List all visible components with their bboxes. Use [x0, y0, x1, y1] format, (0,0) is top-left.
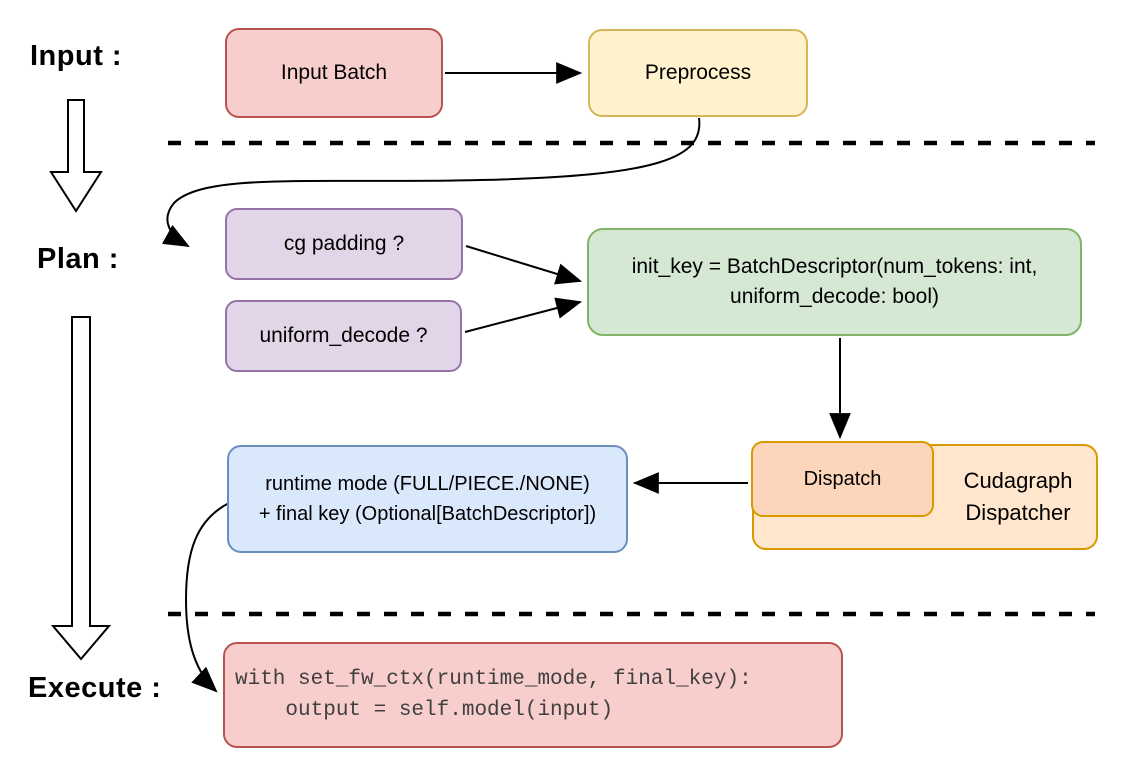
node-runtime-mode-line2: + final key (Optional[BatchDescriptor]): [258, 503, 597, 525]
node-uniform-decode: uniform_decode ?: [225, 300, 462, 372]
execute-code-line1: with set_fw_ctx(runtime_mode, final_key)…: [235, 668, 752, 691]
stage-label-input: Input :: [30, 40, 123, 72]
node-cudagraph-dispatcher-label: Cudagraph Dispatcher: [939, 446, 1097, 548]
node-init-key-line2: uniform_decode: bool): [730, 285, 939, 308]
node-runtime-mode-line1: runtime mode (FULL/PIECE./NONE): [265, 473, 590, 495]
node-init-key: init_key = BatchDescriptor(num_tokens: i…: [587, 228, 1082, 336]
edge-cgpadding-initkey: [465, 245, 583, 285]
edge-runtimemode-executecode: [184, 502, 230, 693]
node-preprocess-label: Preprocess: [644, 61, 752, 84]
node-dispatch: Dispatch: [751, 441, 934, 517]
node-input-batch-label: Input Batch: [280, 61, 388, 84]
execute-code-line2: output = self.model(input): [235, 699, 614, 722]
node-dispatch-label: Dispatch: [803, 468, 882, 490]
input-stage-arrow-icon: [49, 99, 103, 213]
node-init-key-line1: init_key = BatchDescriptor(num_tokens: i…: [631, 255, 1038, 278]
node-preprocess: Preprocess: [588, 29, 808, 117]
node-input-batch: Input Batch: [225, 28, 443, 118]
edge-uniformdecode-initkey: [464, 297, 583, 333]
node-cg-padding-label: cg padding ?: [283, 232, 405, 255]
cudagraph-dispatcher-line2: Dispatcher: [965, 500, 1071, 525]
node-runtime-mode: runtime mode (FULL/PIECE./NONE) + final …: [227, 445, 628, 553]
node-cg-padding: cg padding ?: [225, 208, 463, 280]
stage-label-plan: Plan :: [37, 243, 119, 275]
cudagraph-dispatcher-line1: Cudagraph: [963, 468, 1073, 493]
plan-stage-arrow-icon: [50, 316, 112, 661]
node-uniform-decode-label: uniform_decode ?: [259, 324, 428, 347]
stage-label-execute: Execute :: [28, 672, 162, 704]
edge-preprocess-cgpadding: [161, 117, 701, 248]
node-execute-code: with set_fw_ctx(runtime_mode, final_key)…: [223, 642, 843, 748]
